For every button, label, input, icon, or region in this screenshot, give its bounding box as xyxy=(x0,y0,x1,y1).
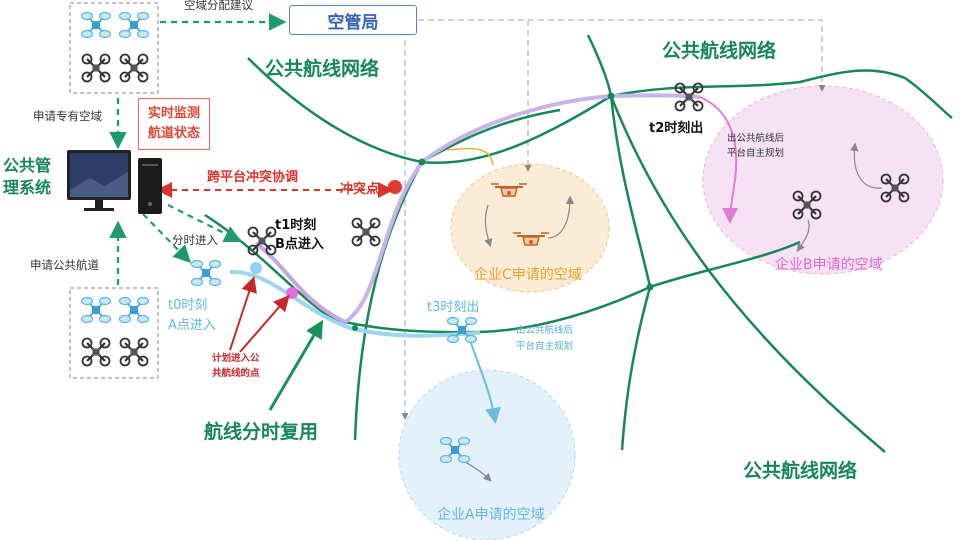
t0-line1: t0时刻 xyxy=(168,298,208,313)
realtime-monitor-box: 实时监测 航道状态 xyxy=(138,98,210,150)
apply-private-airspace-label: 申请专有空域 xyxy=(33,109,102,123)
t0-line2: A点进入 xyxy=(168,318,216,333)
zone-b-label: 企业B申请的空域 xyxy=(775,257,883,273)
time-share-enter-label: 分时进入 xyxy=(172,233,218,247)
zone-a-label: 企业A申请的空域 xyxy=(437,507,545,523)
top-drone-group-box xyxy=(69,2,159,94)
t2-out-label: t2时刻出 xyxy=(649,121,704,136)
public-mgmt-line1: 公共管 xyxy=(3,156,52,175)
conflict-point-label: 冲突点 xyxy=(340,182,380,197)
route-reuse-label: 航线分时复用 xyxy=(204,421,319,443)
conflict-point-icon xyxy=(388,180,402,194)
bottom-drone-group-box xyxy=(69,287,159,379)
atc-box: 空管局 xyxy=(289,5,417,35)
public-net-right-top-label: 公共航线网络 xyxy=(662,40,777,62)
zone-b-ellipse xyxy=(702,85,944,275)
computer-icon xyxy=(67,150,162,214)
zone-a-ellipse xyxy=(398,369,576,540)
exit-a-line1: 出公共航线后 xyxy=(516,325,574,336)
public-net-bottom-label: 公共航线网络 xyxy=(743,460,858,482)
apply-public-route-label: 申请公共航道 xyxy=(30,258,99,272)
zone-c-label: 企业C申请的空域 xyxy=(474,267,582,283)
airspace-allocation-label: 空域分配建议 xyxy=(184,0,253,12)
realtime-monitor-line1: 实时监测 xyxy=(147,106,200,121)
planned-line1: 计划进入公 xyxy=(212,353,260,364)
exit-b-line1: 出公共航线后 xyxy=(727,133,785,144)
public-mgmt-line2: 理系统 xyxy=(3,178,52,197)
point-a-icon xyxy=(250,262,262,274)
exit-a-line2: 平台自主规划 xyxy=(516,341,574,352)
planned-line2: 共航线的点 xyxy=(212,368,260,379)
t3-out-label: t3时刻出 xyxy=(427,300,480,315)
public-net-top-label: 公共航线网络 xyxy=(265,58,380,80)
t1-line1: t1时刻 xyxy=(275,218,317,233)
cross-platform-label: 跨平台冲突协调 xyxy=(207,170,299,185)
t1-line2: B点进入 xyxy=(275,237,324,252)
realtime-monitor-line2: 航道状态 xyxy=(147,126,200,141)
point-b-icon xyxy=(286,287,298,299)
exit-b-line2: 平台自主规划 xyxy=(727,148,785,159)
atc-label: 空管局 xyxy=(327,12,379,33)
